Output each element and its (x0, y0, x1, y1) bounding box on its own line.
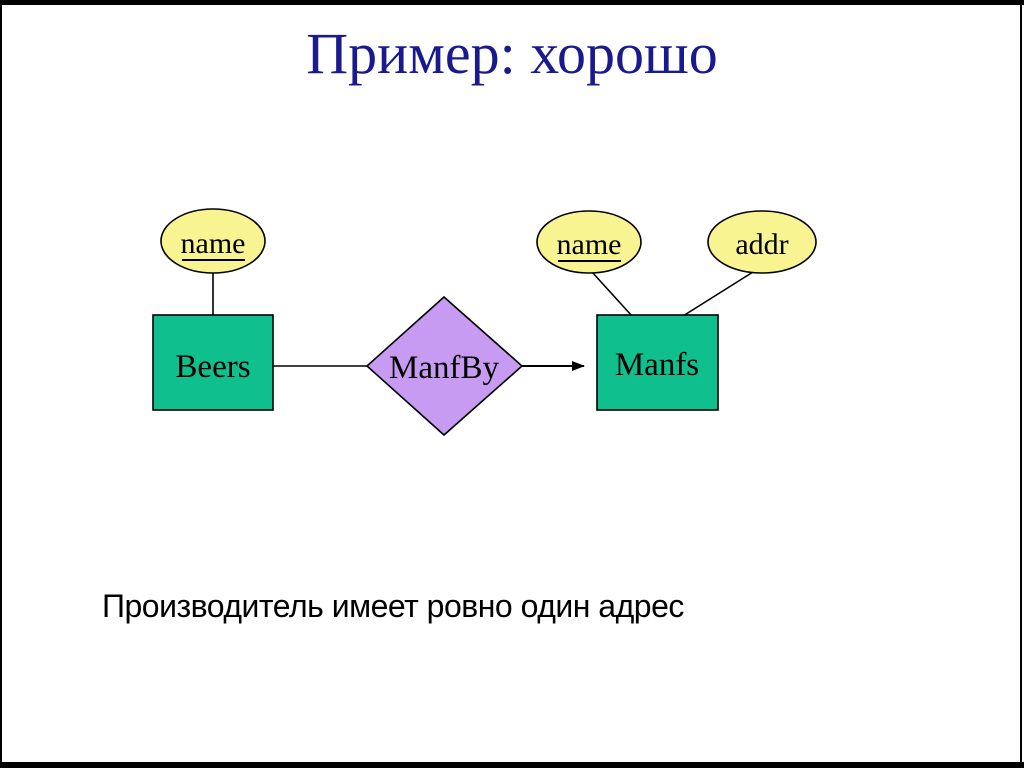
frame-bottom-bar (0, 762, 1024, 768)
attribute-label-beers-name: name (181, 227, 246, 260)
entity-rect-beers (152, 314, 274, 411)
frame-top-bar (0, 0, 1024, 5)
entity-rect-manfs (596, 314, 719, 411)
entity-label-manfs: Manfs (615, 347, 699, 383)
slide-caption: Производитель имеет ровно один адрес (102, 588, 684, 624)
attribute-ellipse-manfs-addr (707, 210, 817, 274)
slide-title: Пример: хорошо (306, 21, 718, 86)
frame-left-border (0, 0, 2, 768)
connector-addr-to-manfs (682, 271, 754, 317)
attribute-label-manfs-addr: addr (735, 228, 788, 261)
attribute-ellipse-manfs-name (536, 210, 642, 274)
attribute-label-manfs-name: name (557, 228, 622, 261)
frame-right-border (1020, 0, 1022, 768)
connector-name-to-manfs (591, 271, 633, 317)
relationship-label-manfby: ManfBy (389, 350, 499, 386)
attribute-ellipse-beers-name (160, 208, 266, 274)
entity-label-beers: Beers (175, 349, 250, 385)
relationship-diamond-manfby (365, 295, 524, 437)
